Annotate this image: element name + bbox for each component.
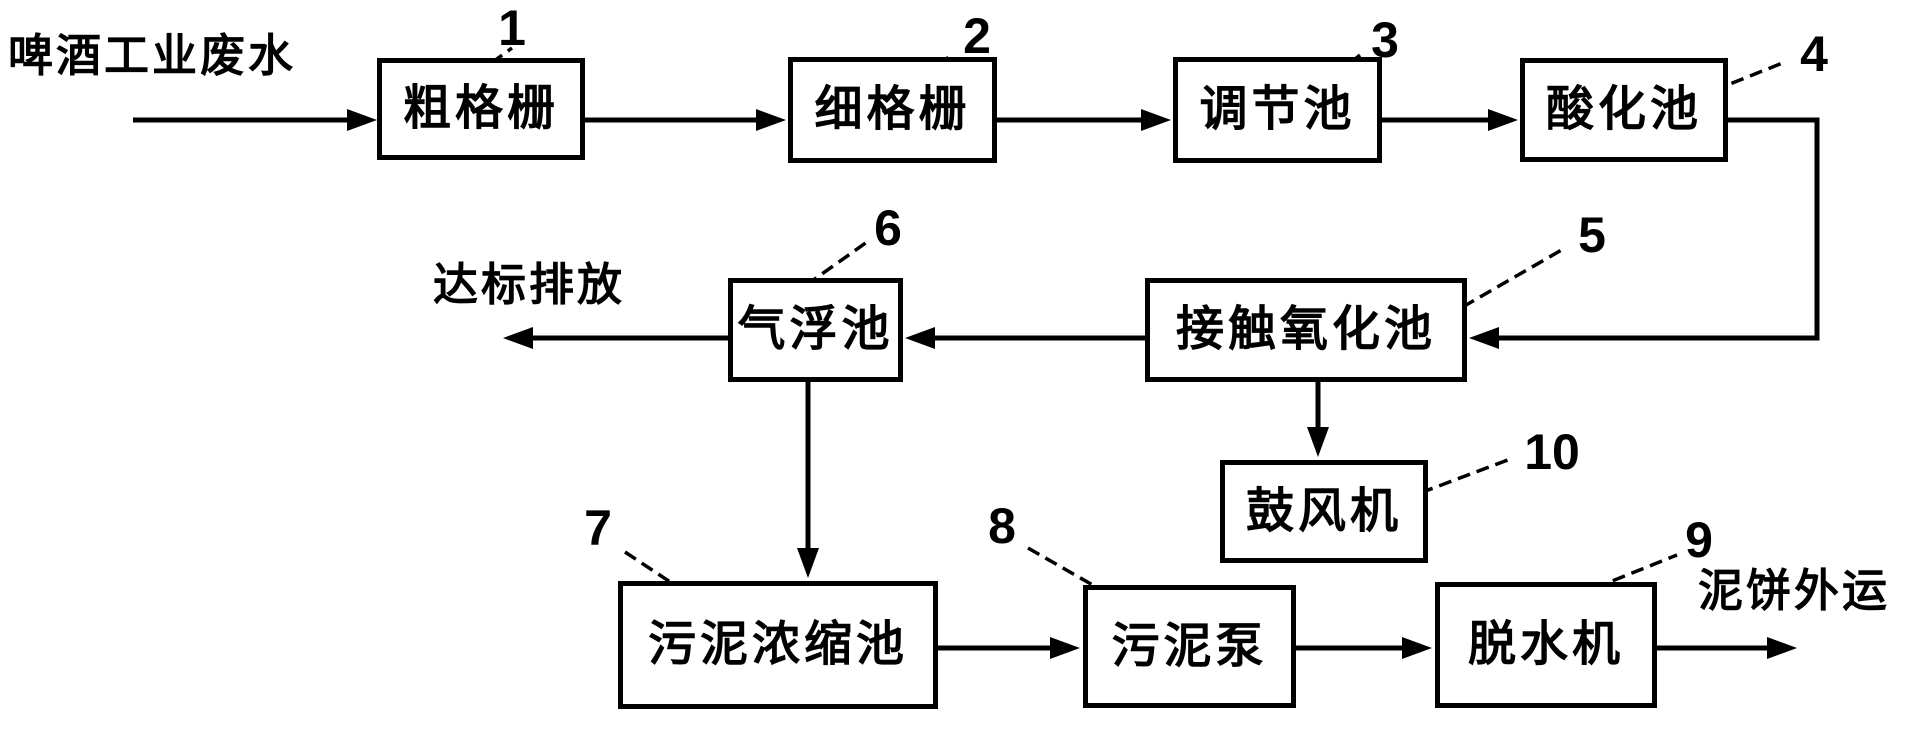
process-box-sludge-thickening-tank: 污泥浓缩池	[618, 581, 938, 709]
arrowhead-thickening-to-pump	[1050, 637, 1080, 659]
process-box-dewatering-machine: 脱水机	[1435, 582, 1657, 708]
process-box-acidification-tank: 酸化池	[1520, 58, 1728, 162]
process-box-label: 酸化池	[1545, 83, 1702, 136]
sludge-out-label: 泥饼外运	[1698, 565, 1891, 616]
process-box-sludge-pump: 污泥泵	[1083, 585, 1296, 708]
callout-number-2: 2	[963, 8, 991, 64]
process-box-label: 污泥泵	[1111, 619, 1268, 673]
callout-number-5: 5	[1578, 207, 1606, 263]
process-box-label: 鼓风机	[1245, 484, 1402, 538]
arrow-acidification-to-contact-line	[1499, 117, 1820, 341]
process-box-contact-oxidation-tank: 接触氧化池	[1145, 278, 1467, 382]
callout-number-1: 1	[498, 0, 526, 56]
arrowhead-sludge-out	[1767, 637, 1797, 659]
arrowhead-regulating-to-acidification	[1488, 109, 1518, 131]
process-box-coarse-screen: 粗格栅	[377, 58, 585, 160]
process-box-label: 接触氧化池	[1175, 303, 1436, 356]
process-box-air-flotation-tank: 气浮池	[728, 278, 903, 382]
process-box-label: 气浮池	[737, 303, 894, 356]
callout-number-8: 8	[988, 498, 1016, 554]
input-label: 啤酒工业废水	[8, 30, 297, 81]
process-box-label: 粗格栅	[402, 82, 559, 135]
callout-number-4: 4	[1800, 26, 1828, 82]
arrowhead-flotation-to-thickening	[797, 548, 819, 578]
process-box-label: 污泥浓缩池	[647, 618, 908, 671]
process-box-label: 调节池	[1199, 83, 1356, 136]
arrowhead-pump-to-dewatering	[1402, 637, 1432, 659]
arrowhead-contact-to-blower	[1307, 427, 1329, 457]
callout-number-3: 3	[1371, 12, 1399, 68]
process-box-regulating-tank: 调节池	[1173, 57, 1382, 163]
arrowhead-contact-to-flotation	[905, 327, 935, 349]
callout-number-9: 9	[1685, 512, 1713, 568]
callout-number-10: 10	[1524, 424, 1580, 480]
process-box-fine-screen: 细格栅	[788, 57, 997, 163]
arrowhead-fine-to-regulating	[1141, 109, 1171, 131]
arrowhead-input	[347, 109, 377, 131]
callout-number-6: 6	[874, 200, 902, 256]
callout-number-7: 7	[584, 500, 612, 556]
process-box-blower: 鼓风机	[1220, 460, 1428, 563]
discharge-label: 达标排放	[433, 259, 626, 310]
arrowhead-discharge	[503, 327, 533, 349]
arrowhead-coarse-to-fine	[756, 109, 786, 131]
process-box-label: 脱水机	[1467, 618, 1624, 671]
process-box-label: 细格栅	[814, 83, 971, 136]
arrowhead-acidification-to-contact	[1469, 327, 1499, 349]
